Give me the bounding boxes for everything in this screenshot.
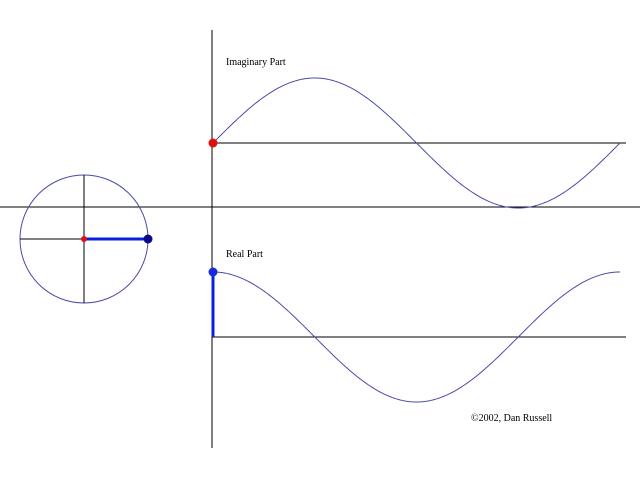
circle-center-dot [81, 236, 87, 242]
real-part-label: Real Part [226, 249, 263, 260]
real-plot: Real Part [208, 249, 626, 403]
imaginary-part-label: Imaginary Part [226, 57, 286, 68]
copyright-text: ©2002, Dan Russell [471, 413, 552, 424]
phasor-circle-group [19, 174, 153, 304]
imaginary-value-dot [208, 138, 218, 148]
phasor-tip-dot [143, 234, 153, 244]
real-cosine-wave [212, 271, 621, 403]
imaginary-sine-wave [212, 77, 621, 209]
real-value-dot [208, 267, 218, 277]
imaginary-plot: Imaginary Part [208, 57, 626, 209]
